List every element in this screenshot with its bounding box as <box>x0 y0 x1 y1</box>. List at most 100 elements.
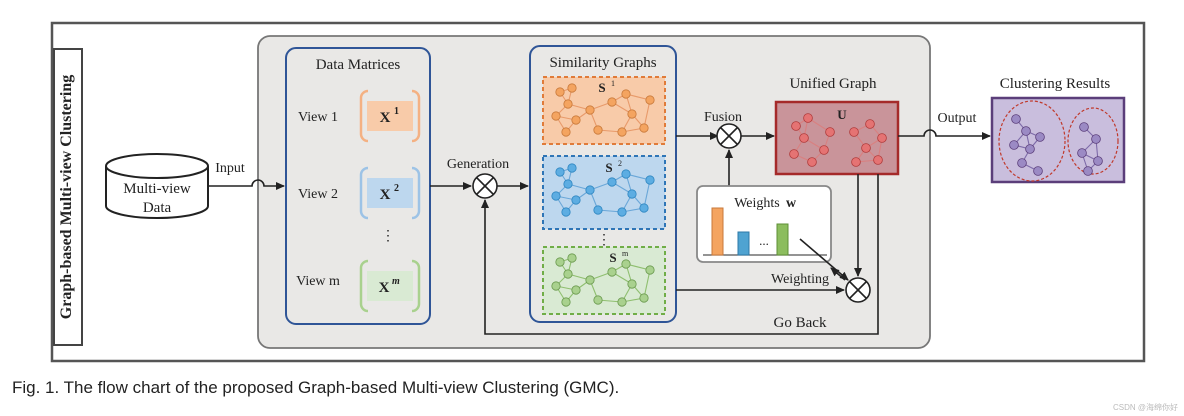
graph-node <box>563 99 573 109</box>
graph-node <box>639 293 649 303</box>
output-arrow <box>898 129 991 140</box>
graph-node <box>1009 140 1019 150</box>
graph-base: S <box>609 250 616 265</box>
graph-base: S <box>598 80 605 95</box>
weight-bar-2 <box>737 231 750 256</box>
graphs-ellipsis: ⋮ <box>597 233 611 248</box>
view-label: View 1 <box>298 110 338 125</box>
graph-node <box>593 205 603 215</box>
matrix-sup: 1 <box>394 106 399 117</box>
weight-bar-m <box>776 223 789 256</box>
data-matrices-title: Data Matrices <box>316 57 401 73</box>
graph-node <box>627 279 637 289</box>
graph-node <box>607 177 617 187</box>
weights-label: Weights <box>734 196 780 211</box>
view-label: View 2 <box>298 187 338 202</box>
input-label: Input <box>215 161 245 176</box>
graph-node <box>593 295 603 305</box>
graph-node <box>789 149 799 159</box>
bracket-left <box>359 89 369 143</box>
graph-node <box>571 285 581 295</box>
graph-node <box>551 281 561 291</box>
graph-node <box>639 123 649 133</box>
fusion-operator-icon <box>716 123 742 149</box>
unified-graph-title: Unified Graph <box>789 76 877 92</box>
multiview-line2: Data <box>143 200 172 216</box>
graph-node <box>621 89 631 99</box>
graph-node <box>877 133 887 143</box>
graph-node <box>873 155 883 165</box>
graph-node <box>803 113 813 123</box>
graph-node <box>563 179 573 189</box>
graph-node <box>1017 158 1027 168</box>
weighting-to-weights-arrow <box>830 267 846 281</box>
graph-node <box>593 125 603 135</box>
graph-base: S <box>605 160 612 175</box>
graph-node <box>563 269 573 279</box>
graph-node <box>555 87 565 97</box>
graph-node <box>567 253 577 263</box>
matrix-x1 <box>367 101 413 131</box>
graph-node <box>1035 132 1045 142</box>
graph-node <box>861 143 871 153</box>
multiview-line1: Multi-view <box>123 181 191 197</box>
side-title-box <box>53 48 83 346</box>
graph-node <box>571 195 581 205</box>
weight-bar-1 <box>711 207 724 256</box>
side-title: Graph-based Multi-view Clustering <box>58 75 75 319</box>
graph-node <box>627 109 637 119</box>
go-back-arrow <box>481 174 879 335</box>
unified-graph-label: U <box>837 107 847 122</box>
graph-node <box>561 127 571 137</box>
similarity-graph-2: S 2 <box>542 155 666 230</box>
view-row-m: View m X m <box>296 259 421 313</box>
graph-node <box>1091 134 1101 144</box>
matrix-sup: m <box>392 276 400 287</box>
graph-node <box>1077 148 1087 158</box>
graph-node <box>1025 144 1035 154</box>
graph-sup: 1 <box>611 79 615 88</box>
graph-node <box>645 265 655 275</box>
figure-caption: Fig. 1. The flow chart of the proposed G… <box>12 378 620 397</box>
weighting-label: Weighting <box>771 272 829 287</box>
graph-node <box>551 191 561 201</box>
matrix-base: X <box>380 110 391 126</box>
graph-node <box>561 207 571 217</box>
fusion-label: Fusion <box>704 110 742 125</box>
graph-node <box>585 105 595 115</box>
graph-node <box>617 127 627 137</box>
weights-symbol: w <box>786 196 797 211</box>
graph-node <box>621 169 631 179</box>
bracket-left <box>359 166 369 220</box>
similarity-graph-m: S m <box>542 246 666 315</box>
graph-node <box>865 119 875 129</box>
go-back-label: Go Back <box>774 315 827 331</box>
graph-node <box>585 275 595 285</box>
graph-nodes <box>551 83 655 137</box>
graph-node <box>1033 166 1043 176</box>
input-arrow <box>208 179 285 190</box>
graph-node <box>1011 114 1021 124</box>
graph-edge <box>643 179 651 209</box>
graph-node <box>561 297 571 307</box>
bracket-right <box>411 166 421 220</box>
view-row-1: View 1 X 1 <box>298 89 421 143</box>
graph-nodes <box>551 163 655 217</box>
graph-node <box>621 259 631 269</box>
graph-node <box>617 207 627 217</box>
graph-node <box>1079 122 1089 132</box>
graph-node <box>819 145 829 155</box>
graph-nodes <box>551 253 655 307</box>
graph-node <box>555 167 565 177</box>
view-row-2: View 2 X 2 <box>298 166 421 220</box>
views-ellipsis: ⋮ <box>381 229 395 244</box>
matrix-base: X <box>379 280 390 296</box>
generation-operator-icon <box>472 173 498 199</box>
graph-node <box>551 111 561 121</box>
generation-label: Generation <box>447 157 509 172</box>
graph-node <box>825 127 835 137</box>
graph-node <box>1093 156 1103 166</box>
graph-node <box>1083 166 1093 176</box>
view-label: View m <box>296 274 340 289</box>
